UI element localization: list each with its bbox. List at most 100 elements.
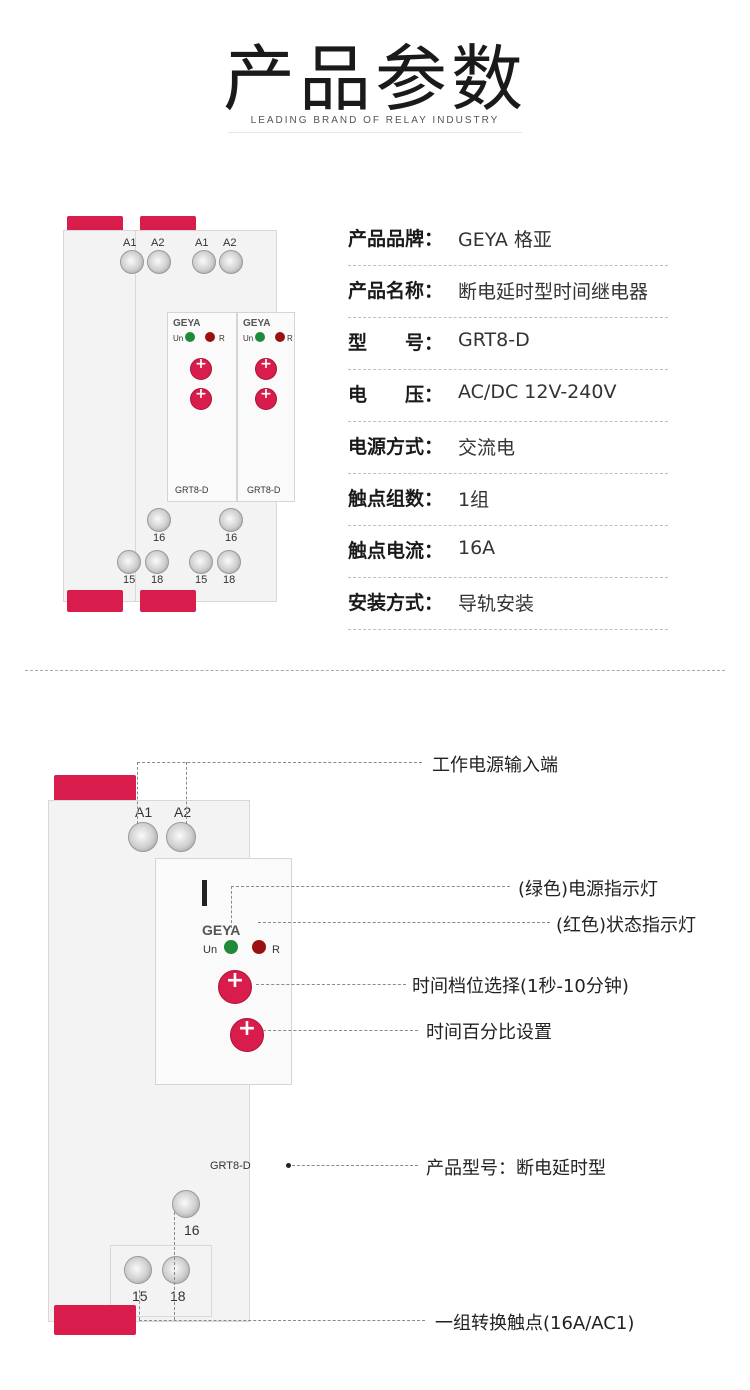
spec-table: 产品品牌： GEYA 格亚 产品名称： 断电延时型时间继电器 型 号： GRT8… [348,214,668,630]
terminal-screw [219,250,243,274]
terminal-screw [147,508,171,532]
brand-logo: GEYA [173,318,201,329]
terminal-label-18: 18 [223,574,236,586]
callout-time-percent: 时间百分比设置 [426,1022,552,1043]
terminal-screw [120,250,144,274]
rail-clip-bottom [54,1305,136,1335]
terminal-screw-a2 [166,822,196,852]
time-percent-knob[interactable] [230,1016,264,1052]
time-range-knob[interactable] [255,356,277,380]
callout-leader-model [292,1165,418,1166]
spec-value: 交流电 [458,437,516,459]
terminal-screw [217,550,241,574]
terminal-label-15: 15 [195,574,208,586]
model-label: GRT8-D [175,485,209,495]
red-led-icon [275,332,285,342]
callout-leader-time-range [256,984,406,985]
callout-model: 产品型号：断电延时型 [426,1158,606,1179]
spec-value: 断电延时型时间继电器 [458,281,649,303]
callout-power-input: 工作电源输入端 [432,755,558,776]
terminal-screw [219,508,243,532]
spec-row-contacts: 触点组数： 1组 [348,474,668,526]
spec-value: 16A [458,537,496,559]
callout-leader-power-input [137,762,422,763]
time-percent-knob[interactable] [255,386,277,410]
callout-red-led: (红色)状态指示灯 [556,915,697,936]
spec-key: 产品品牌： [348,228,444,250]
terminal-label-a1: A1 [123,237,137,249]
callout-dot-model [286,1163,291,1168]
page-header: 产品参数 LEADING BRAND OF RELAY INDUSTRY [0,0,750,140]
spec-row-model: 型 号： GRT8-D [348,318,668,370]
spec-value: 导轨安装 [458,593,535,615]
section-divider [25,670,725,671]
page-subtitle: LEADING BRAND OF RELAY INDUSTRY [250,115,500,126]
brand-logo: GEYA [243,318,271,329]
terminal-label-a2: A2 [223,237,237,249]
product-photo-single: A1 A2 GEYA Un R GRT8-D 16 15 18 [40,770,300,1340]
spec-key: 触点组数： [348,488,444,510]
time-percent-knob[interactable] [190,386,212,410]
led-label-un: Un [243,334,254,343]
terminal-screw-a1 [128,822,158,852]
callout-leader-red-led [258,922,550,923]
terminal-screw [192,250,216,274]
spec-row-name: 产品名称： 断电延时型时间继电器 [348,266,668,318]
terminal-label-16: 16 [225,532,238,544]
terminal-screw [189,550,213,574]
spec-key: 电 压： [348,384,444,406]
spec-key: 型 号： [348,332,444,354]
time-range-knob[interactable] [218,968,252,1004]
led-label-r: R [287,334,293,343]
led-label-un: Un [173,334,184,343]
rail-clip-bottom-back [67,590,123,612]
green-led-icon [255,332,265,342]
terminal-label-18: 18 [170,1288,186,1304]
spec-row-brand: 产品品牌： GEYA 格亚 [348,214,668,266]
spec-row-power: 电源方式： 交流电 [348,422,668,474]
callout-green-led: (绿色)电源指示灯 [518,879,659,900]
terminal-screw-18 [162,1256,190,1284]
spec-value: AC/DC 12V-240V [458,381,617,403]
spec-key: 安装方式： [348,592,444,614]
model-label: GRT8-D [247,485,281,495]
callout-leader-a2 [186,762,187,824]
time-range-knob[interactable] [190,356,212,380]
callout-leader-time-percent [263,1030,418,1031]
terminal-label-a1: A1 [135,804,153,820]
spec-value: 1组 [458,489,490,511]
terminal-label-18: 18 [151,574,164,586]
led-label-r: R [219,334,225,343]
terminal-label-a2: A2 [174,804,192,820]
terminal-screw-15 [124,1256,152,1284]
callout-leader-green-led [231,886,510,887]
terminal-label-16: 16 [184,1222,200,1238]
spec-value: GRT8-D [458,329,530,351]
led-label-r: R [272,944,280,956]
callout-leader-contact-v1 [139,1290,140,1320]
rail-clip-bottom-front [140,590,196,612]
callout-leader-a1 [137,762,138,824]
spec-row-voltage: 电 压： AC/DC 12V-240V [348,370,668,422]
terminal-label-15: 15 [123,574,136,586]
header-rule [228,132,522,133]
callout-leader-contact-v2 [174,1212,175,1320]
green-led-icon [185,332,195,342]
callout-time-range: 时间档位选择(1秒-10分钟) [412,976,629,997]
red-led-icon [205,332,215,342]
spec-value: GEYA 格亚 [458,229,552,251]
callout-leader-green-led-v [231,886,232,928]
spec-key: 触点电流： [348,540,444,562]
callout-leader-contact [139,1320,425,1321]
callout-contact: 一组转换触点(16A/AC1) [435,1313,635,1334]
spec-key: 产品名称： [348,280,444,302]
terminal-screw [147,250,171,274]
terminal-screw [117,550,141,574]
red-led-icon [252,940,266,954]
terminal-label-a1: A1 [195,237,209,249]
terminal-label-16: 16 [153,532,166,544]
spec-row-current: 触点电流： 16A [348,526,668,578]
page-title: 产品参数 [222,37,527,121]
terminal-label-a2: A2 [151,237,165,249]
spec-row-mount: 安装方式： 导轨安装 [348,578,668,630]
